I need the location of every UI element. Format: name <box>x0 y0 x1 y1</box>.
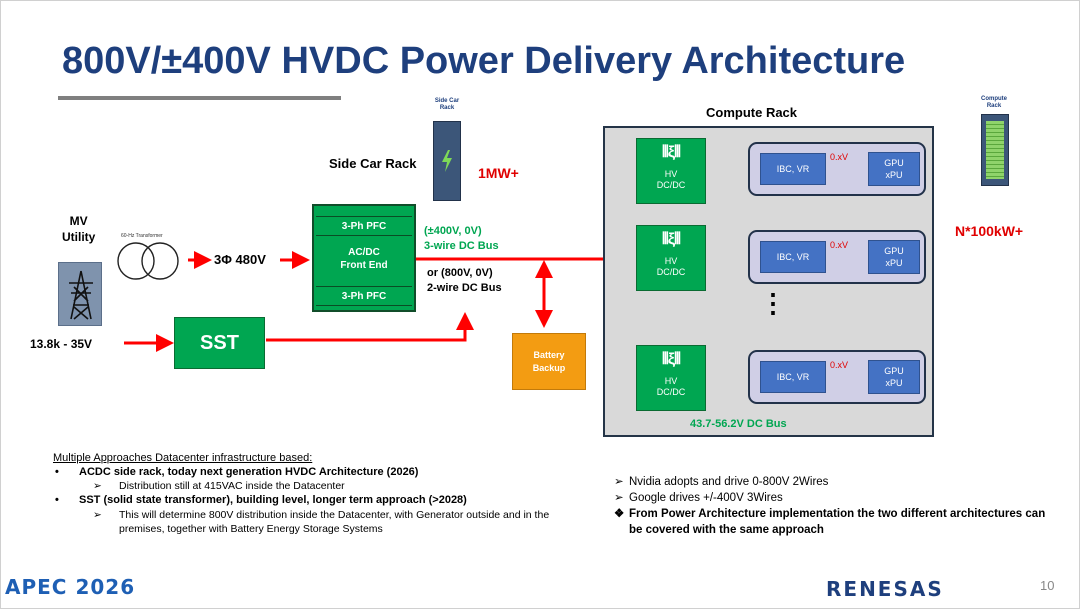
transformer-symbol-icon: ⦀ξ⦀ <box>661 351 681 368</box>
battery-backup-box: Battery Backup <box>512 333 586 390</box>
arrow-bullet-icon: ➢ <box>93 480 102 492</box>
note-right-2: ➢ Google drives +/-400V 3Wires <box>614 492 783 504</box>
mv-utility-label: MV Utility <box>62 214 96 244</box>
low-voltage-label: 0.xV <box>830 360 849 370</box>
note-right-1: ➢ Nvidia adopts and drive 0-800V 2Wires <box>614 476 829 488</box>
arrow-bullet-icon: ➢ <box>93 509 102 521</box>
hv-dcdc-label: HV DC/DC <box>656 169 686 190</box>
ac-dc-front-end-box: 3-Ph PFC AC/DC Front End 3-Ph PFC <box>312 204 416 312</box>
title-underline <box>58 96 341 100</box>
arrow-bullet-icon: ➢ <box>614 492 624 504</box>
low-voltage-label: 0.xV <box>830 152 849 162</box>
dc-bus-48v-label: 43.7-56.2V DC Bus <box>690 418 787 430</box>
ibc-vr-box: IBC, VR <box>760 361 826 393</box>
transformer-symbol-icon: ⦀ξ⦀ <box>661 144 681 161</box>
arrow-bullet-icon: ➢ <box>614 476 624 488</box>
pfc-top-label: 3-Ph PFC <box>316 216 412 236</box>
hv-dcdc-box-1: ⦀ξ⦀ HV DC/DC <box>636 138 706 204</box>
note-sub-1: ➢ Distribution still at 415VAC inside th… <box>93 480 345 492</box>
diamond-bullet-icon: ❖ <box>614 508 625 520</box>
notes-heading: Multiple Approaches Datacenter infrastru… <box>53 452 313 464</box>
transformer-icon <box>117 242 179 280</box>
gpu-row-2: IBC, VR 0.xV GPU xPU <box>748 230 926 284</box>
note-right-3: ❖ From Power Architecture implementation… <box>614 508 1046 536</box>
gpu-xpu-box: GPU xPU <box>868 240 920 274</box>
gpu-row-3: IBC, VR 0.xV GPU xPU <box>748 350 926 404</box>
low-voltage-label: 0.xV <box>830 240 849 250</box>
notes-left: Multiple Approaches Datacenter infrastru… <box>53 452 593 536</box>
ac-dc-front-end-label: AC/DC Front End <box>340 247 388 271</box>
arrow-sst-to-bus <box>266 312 474 342</box>
renesas-logo: RENESAS <box>826 577 944 601</box>
bus-2wire-label: or (800V, 0V) 2-wire DC Bus <box>427 267 502 294</box>
notes-right: ➢ Nvidia adopts and drive 0-800V 2Wires … <box>614 474 1054 538</box>
server-slots-icon <box>986 121 1004 179</box>
ibc-vr-box: IBC, VR <box>760 153 826 185</box>
transformer-symbol-icon: ⦀ξ⦀ <box>661 231 681 248</box>
compute-rack-icon <box>981 114 1009 186</box>
sst-box: SST <box>174 317 265 369</box>
gpu-xpu-box: GPU xPU <box>868 360 920 394</box>
ibc-vr-box: IBC, VR <box>760 241 826 273</box>
pylon-icon <box>69 270 93 320</box>
bullet-dot-icon: • <box>55 466 59 478</box>
power-n100kw-label: N*100kW+ <box>955 223 1024 239</box>
hv-dcdc-box-2: ⦀ξ⦀ HV DC/DC <box>636 225 706 291</box>
bullet-dot-icon: • <box>55 494 59 506</box>
note-sub-2: ➢ This will determine 800V distribution … <box>93 509 550 535</box>
page-number: 10 <box>1040 578 1055 593</box>
transformer-label: 60-Hz Transformer <box>121 233 163 239</box>
three-phase-480v-label: 3Φ 480V <box>214 252 266 267</box>
hv-dcdc-label: HV DC/DC <box>656 376 686 397</box>
compute-rack-label: Compute Rack <box>706 105 798 120</box>
lightning-bolt-icon <box>442 150 452 172</box>
hv-dcdc-box-3: ⦀ξ⦀ HV DC/DC <box>636 345 706 411</box>
pfc-bottom-label: 3-Ph PFC <box>316 286 412 306</box>
bus-3wire-label: 3-wire DC Bus <box>424 240 499 252</box>
apec-logo: APEC 2026 <box>5 575 136 599</box>
gpu-xpu-box: GPU xPU <box>868 152 920 186</box>
note-bullet-2: • SST (solid state transformer), buildin… <box>55 494 467 506</box>
utility-tower-icon <box>58 262 102 326</box>
compute-rack-icon-label: Compute Rack <box>981 96 1007 109</box>
side-car-icon-label: Side Car Rack <box>434 98 460 111</box>
hv-dcdc-label: HV DC/DC <box>656 256 686 277</box>
side-car-rack-icon <box>433 121 461 201</box>
power-1mw-label: 1MW+ <box>478 165 519 181</box>
side-car-rack-label: Side Car Rack <box>329 156 417 171</box>
page-title: 800V/±400V HVDC Power Delivery Architect… <box>62 40 906 82</box>
bus-3wire-voltage: (±400V, 0V) <box>424 225 482 237</box>
note-bullet-1: • ACDC side rack, today next generation … <box>55 466 419 478</box>
mv-voltage-label: 13.8k - 35V <box>30 337 93 351</box>
more-rows-ellipsis: ⋮ <box>760 288 786 318</box>
gpu-row-1: IBC, VR 0.xV GPU xPU <box>748 142 926 196</box>
